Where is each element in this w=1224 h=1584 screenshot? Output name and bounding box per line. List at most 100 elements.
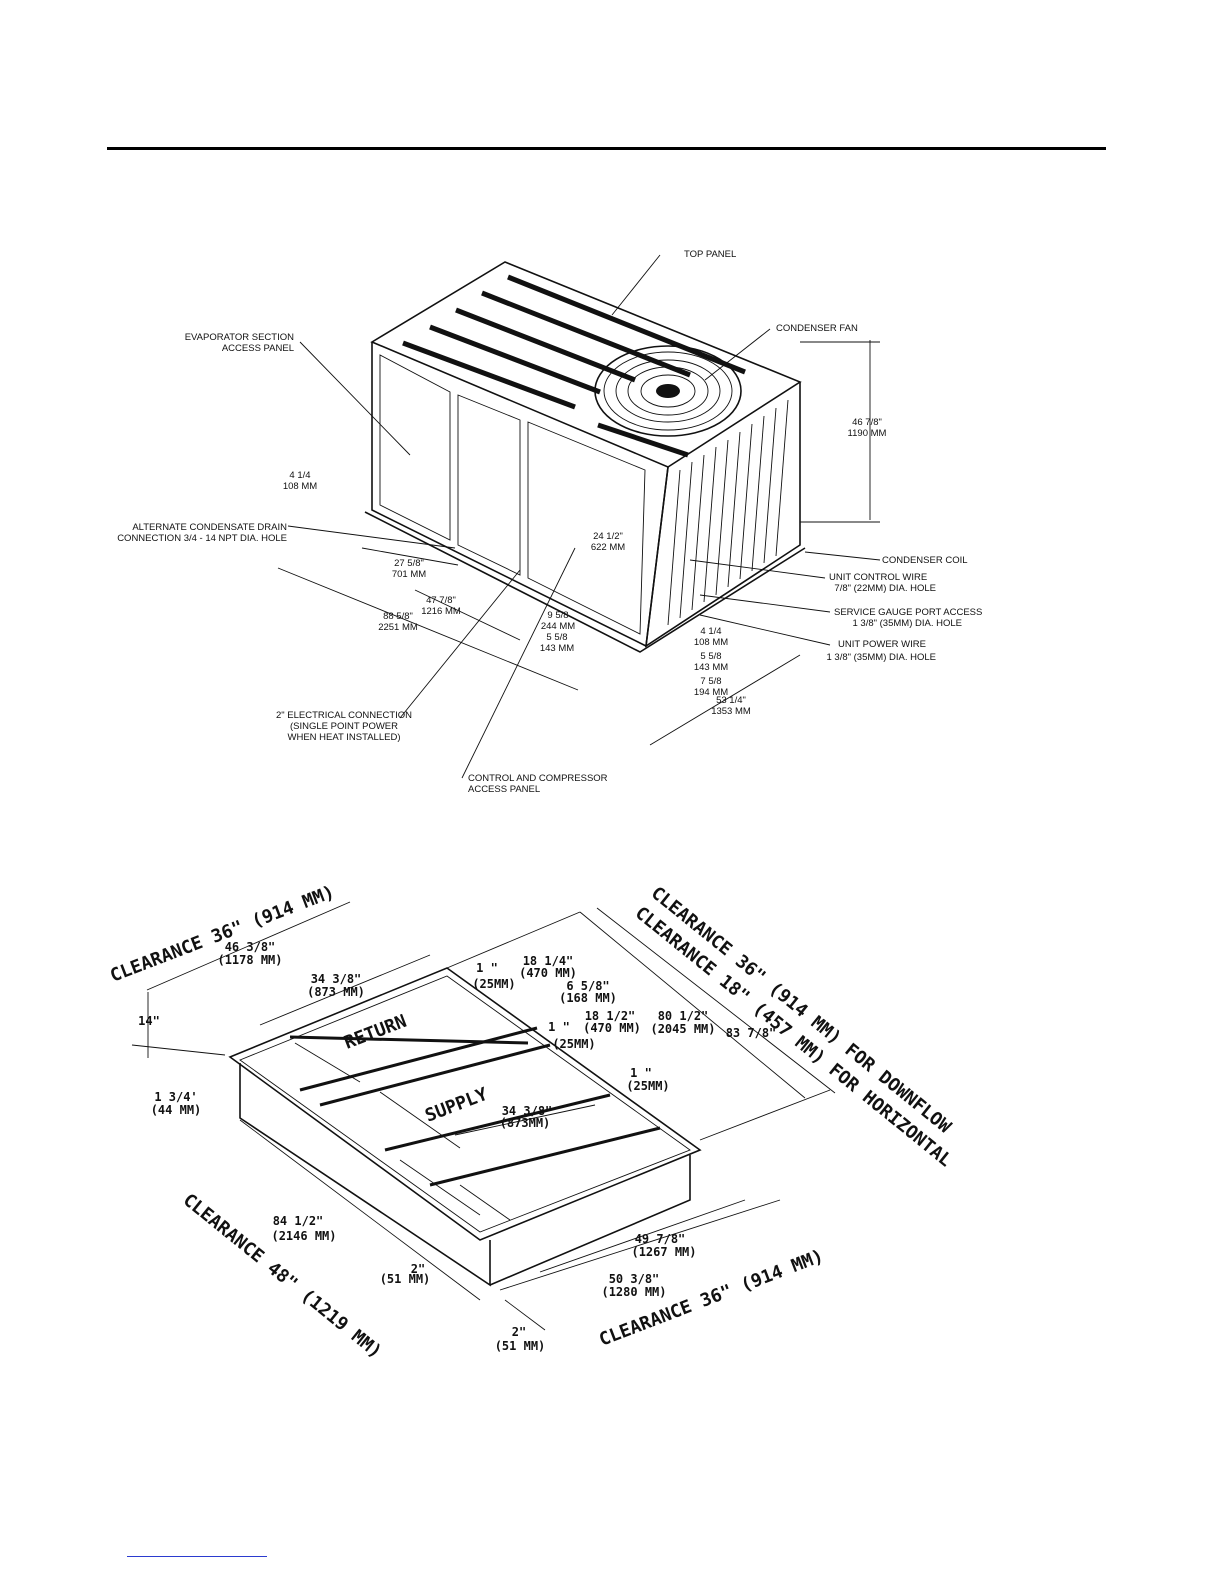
label-d34b: 34 3/8" bbox=[502, 1104, 553, 1118]
header-rule bbox=[107, 147, 1106, 150]
footer-link-underline bbox=[127, 1556, 267, 1557]
label-dim-1353: 1353 MM bbox=[711, 706, 751, 717]
label-unit-power-2: 1 3/8" (35MM) DIA. HOLE bbox=[827, 652, 937, 663]
top-panel-shape bbox=[370, 261, 802, 468]
label-d2b: 2" bbox=[512, 1325, 526, 1339]
label-d83: 83 7/8" bbox=[726, 1026, 777, 1040]
label-d25b: (25MM) bbox=[552, 1037, 595, 1051]
label-d84: 84 1/2" bbox=[273, 1214, 324, 1228]
label-alt-drain-2: CONNECTION 3/4 - 14 NPT DIA. HOLE bbox=[117, 533, 287, 544]
label-evap-1: EVAPORATOR SECTION bbox=[185, 332, 294, 343]
label-d51a: (51 MM) bbox=[380, 1272, 431, 1286]
label-d873a: (873 MM) bbox=[307, 985, 365, 999]
label-dim-622: 622 MM bbox=[591, 542, 625, 553]
label-unit-control-1: UNIT CONTROL WIRE bbox=[829, 572, 927, 583]
unit-isometric-drawing bbox=[277, 254, 881, 779]
label-d1280: (1280 MM) bbox=[601, 1285, 666, 1299]
label-d80: 80 1/2" bbox=[658, 1009, 709, 1023]
label-dim-244: 244 MM bbox=[541, 621, 575, 632]
label-d470b: (470 MM) bbox=[583, 1021, 641, 1035]
label-dim-46: 46 7/8" bbox=[852, 417, 882, 428]
control-access-panel bbox=[527, 421, 646, 635]
label-d14: 14" bbox=[138, 1014, 160, 1028]
label-condenser-fan: CONDENSER FAN bbox=[776, 323, 858, 334]
label-dim-27: 27 5/8" bbox=[394, 558, 424, 569]
top-figure-labels: TOP PANEL CONDENSER FAN EVAPORATOR SECTI… bbox=[117, 249, 982, 795]
label-dim-194: 194 MM bbox=[694, 687, 728, 698]
label-dim-1216: 1216 MM bbox=[421, 606, 461, 617]
middle-panel bbox=[457, 394, 521, 576]
label-clearance-top-left: CLEARANCE 36" (914 MM) bbox=[107, 882, 337, 987]
label-d25c: (25MM) bbox=[626, 1079, 669, 1093]
evaporator-access-panel bbox=[379, 354, 451, 541]
label-dim-88: 88 5/8" bbox=[383, 611, 413, 622]
label-dim-108b: 108 MM bbox=[694, 637, 728, 648]
label-dim-7: 7 5/8 bbox=[700, 676, 721, 687]
curb-top-frame bbox=[228, 967, 702, 1241]
label-dim-9: 9 5/8 bbox=[547, 610, 568, 621]
label-return: RETURN bbox=[341, 1011, 409, 1054]
label-elec-1: 2" ELECTRICAL CONNECTION bbox=[276, 710, 412, 721]
label-unit-control-2: 7/8" (22MM) DIA. HOLE bbox=[834, 583, 936, 594]
label-ctrl-2: ACCESS PANEL bbox=[468, 784, 540, 795]
label-d1267: (1267 MM) bbox=[631, 1245, 696, 1259]
label-service-1: SERVICE GAUGE PORT ACCESS bbox=[834, 607, 982, 618]
label-d1b: 1 " bbox=[548, 1020, 570, 1034]
base-rail bbox=[364, 511, 806, 653]
label-d168: (168 MM) bbox=[559, 991, 617, 1005]
label-dim-1190: 1190 MM bbox=[848, 428, 887, 439]
curb-side-face bbox=[489, 1155, 691, 1286]
bottom-figure-labels: CLEARANCE 36" (914 MM) 46 3/8" (1178 MM)… bbox=[107, 882, 956, 1363]
label-d25a: (25MM) bbox=[472, 977, 515, 991]
label-dim-53: 53 1/4" bbox=[716, 695, 746, 706]
label-condenser-coil: CONDENSER COIL bbox=[882, 555, 968, 566]
label-d44: (44 MM) bbox=[151, 1103, 202, 1117]
label-d1a: 1 " bbox=[476, 961, 498, 975]
label-dim-4-1-4: 4 1/4 bbox=[289, 470, 310, 481]
label-d18b: 18 1/2" bbox=[585, 1009, 636, 1023]
label-supply: SUPPLY bbox=[422, 1084, 490, 1127]
label-alt-drain-1: ALTERNATE CONDENSATE DRAIN bbox=[132, 522, 287, 533]
label-dim-5a: 5 5/8 bbox=[546, 632, 567, 643]
label-d1c: 1 " bbox=[630, 1066, 652, 1080]
label-dim-701: 701 MM bbox=[392, 569, 426, 580]
label-d873b: (873MM) bbox=[500, 1116, 551, 1130]
label-d18a: 18 1/4" bbox=[523, 954, 574, 968]
label-elec-3: WHEN HEAT INSTALLED) bbox=[288, 732, 401, 743]
label-d2a: 2" bbox=[411, 1262, 425, 1276]
label-d470a: (470 MM) bbox=[519, 966, 577, 980]
label-evap-2: ACCESS PANEL bbox=[222, 343, 294, 354]
label-d2045: (2045 MM) bbox=[650, 1022, 715, 1036]
label-ctrl-1: CONTROL AND COMPRESSOR bbox=[468, 773, 608, 784]
label-d34a: 34 3/8" bbox=[311, 972, 362, 986]
side-face bbox=[644, 382, 801, 648]
label-dim-143a: 143 MM bbox=[540, 643, 574, 654]
condenser-fan-shape bbox=[594, 345, 742, 437]
label-d49: 49 7/8" bbox=[635, 1232, 686, 1246]
label-clearance-right-2: CLEARANCE 18" (457 MM) FOR HORIZONTAL bbox=[631, 903, 956, 1172]
label-top-panel: TOP PANEL bbox=[684, 249, 736, 260]
label-dim-2251: 2251 MM bbox=[378, 622, 418, 633]
label-d2146: (2146 MM) bbox=[271, 1229, 336, 1243]
label-elec-2: (SINGLE POINT POWER bbox=[290, 721, 398, 732]
top-louvres bbox=[402, 274, 746, 458]
label-d6: 6 5/8" bbox=[566, 979, 609, 993]
label-d1-3-4: 1 3/4' bbox=[154, 1090, 197, 1104]
curb-rails bbox=[289, 1026, 661, 1221]
label-d50: 50 3/8" bbox=[609, 1272, 660, 1286]
condenser-coil-fins bbox=[667, 399, 789, 626]
curb-front-face bbox=[239, 1063, 491, 1287]
label-dim-5b: 5 5/8 bbox=[700, 651, 721, 662]
label-dim-4b: 4 1/4 bbox=[700, 626, 721, 637]
roof-curb-drawing bbox=[131, 901, 836, 1331]
label-service-2: 1 3/8" (35MM) DIA. HOLE bbox=[853, 618, 963, 629]
label-d1178: (1178 MM) bbox=[217, 953, 282, 967]
label-unit-power-1: UNIT POWER WIRE bbox=[838, 639, 926, 650]
label-dim-143b: 143 MM bbox=[694, 662, 728, 673]
label-d46: 46 3/8" bbox=[225, 940, 276, 954]
label-dim-24: 24 1/2" bbox=[593, 531, 623, 542]
label-dim-47: 47 7/8" bbox=[426, 595, 456, 606]
label-dim-108: 108 MM bbox=[283, 481, 317, 492]
label-d51b: (51 MM) bbox=[495, 1339, 546, 1353]
